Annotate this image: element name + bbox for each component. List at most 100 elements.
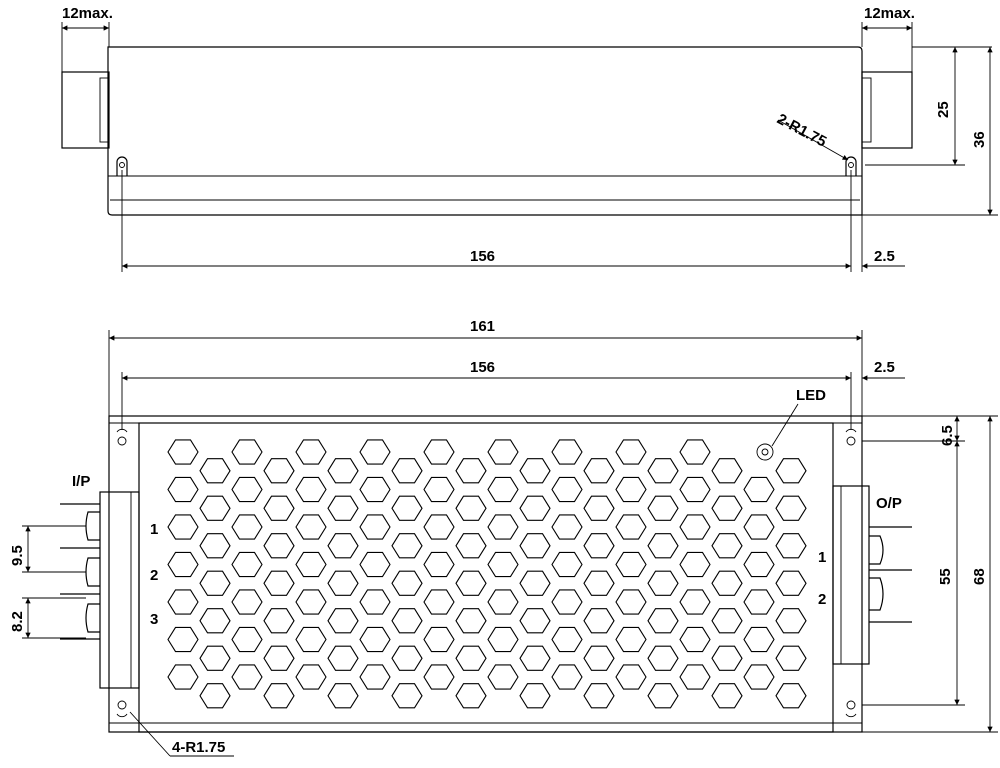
vent-hole (231, 476, 263, 503)
vent-hole (775, 533, 807, 559)
vent-hole (359, 476, 391, 503)
vent-hole (487, 589, 519, 615)
vent-hole (359, 514, 391, 540)
vent-hole (679, 514, 711, 540)
vent-hole (167, 514, 199, 540)
vent-hole (199, 645, 231, 671)
vent-hole (519, 683, 551, 709)
vent-hole (519, 645, 551, 671)
top-width-156-label: 156 (470, 359, 495, 376)
vent-hole (167, 664, 199, 690)
left-max-label: 12max. (62, 5, 113, 22)
vent-hole (583, 533, 615, 559)
vent-hole (359, 439, 391, 465)
vent-hole (231, 664, 263, 690)
vent-hole (327, 570, 359, 596)
vent-hole (519, 533, 551, 559)
vent-hole (391, 570, 423, 596)
vent-hole (263, 645, 295, 671)
ip-pin-3: 3 (150, 611, 158, 628)
vent-hole (519, 570, 551, 596)
vent-hole (647, 570, 679, 596)
vent-hole (743, 476, 775, 503)
vent-hole (359, 626, 391, 653)
vent-hole (711, 495, 743, 521)
vent-hole (423, 626, 455, 653)
dim-55-label: 55 (937, 568, 954, 585)
vent-hole (679, 476, 711, 503)
vent-hole (775, 570, 807, 596)
vent-hole (295, 551, 327, 578)
vent-hole (551, 476, 583, 503)
vent-hole (583, 570, 615, 596)
vent-hole (487, 514, 519, 540)
op-pin-2: 2 (818, 591, 826, 608)
vent-hole (455, 495, 487, 521)
vent-hole (231, 514, 263, 540)
led-label: LED (796, 387, 826, 404)
vent-hole (647, 645, 679, 671)
vent-hole (423, 664, 455, 690)
vent-hole (231, 589, 263, 615)
vent-hole (295, 664, 327, 690)
vent-hole (231, 551, 263, 578)
vent-hole (551, 439, 583, 465)
vent-hole (615, 589, 647, 615)
vent-hole (263, 570, 295, 596)
vent-hole (327, 495, 359, 521)
vent-hole (167, 551, 199, 578)
vent-hole (647, 458, 679, 484)
vent-hole (551, 551, 583, 578)
vent-hole (647, 608, 679, 634)
height-36-label: 36 (971, 131, 988, 148)
input-label: I/P (72, 473, 90, 490)
vent-hole (519, 495, 551, 521)
vent-hole (327, 645, 359, 671)
vent-hole (775, 683, 807, 709)
vent-hole (423, 439, 455, 465)
right-max-label: 12max. (864, 5, 915, 22)
vent-hole (711, 458, 743, 484)
vent-hole (455, 608, 487, 634)
vent-hole (167, 626, 199, 653)
radius-4-label: 4-R1.75 (172, 739, 225, 756)
vent-hole (519, 608, 551, 634)
vent-hole (295, 589, 327, 615)
vent-hole (327, 458, 359, 484)
vent-hole (391, 533, 423, 559)
side-radius-label: 2-R1.75 (774, 111, 829, 151)
vent-hole (519, 458, 551, 484)
vent-hole (391, 458, 423, 484)
vent-hole (551, 664, 583, 690)
vent-hole (583, 458, 615, 484)
vent-hole (231, 626, 263, 653)
vent-hole (615, 626, 647, 653)
vent-hole (487, 551, 519, 578)
vent-hole (455, 683, 487, 709)
vent-hole (423, 589, 455, 615)
vent-hole (391, 495, 423, 521)
vent-hole (391, 683, 423, 709)
vent-hole (679, 664, 711, 690)
vent-hole (391, 645, 423, 671)
vent-hole (327, 533, 359, 559)
vent-hole (551, 626, 583, 653)
vent-hole (487, 626, 519, 653)
vent-hole (359, 551, 391, 578)
vent-hole (711, 645, 743, 671)
vent-hole (295, 439, 327, 465)
vent-hole (359, 589, 391, 615)
vent-hole (455, 570, 487, 596)
vent-hole (199, 570, 231, 596)
vent-hole (583, 645, 615, 671)
vent-hole (199, 608, 231, 634)
dim-6-5-label: 6.5 (939, 425, 956, 446)
vent-hole (743, 514, 775, 540)
vent-hole (327, 608, 359, 634)
vent-hole (423, 551, 455, 578)
vent-hole (583, 608, 615, 634)
vent-hole (711, 570, 743, 596)
vent-hole (423, 514, 455, 540)
vent-hole (199, 458, 231, 484)
